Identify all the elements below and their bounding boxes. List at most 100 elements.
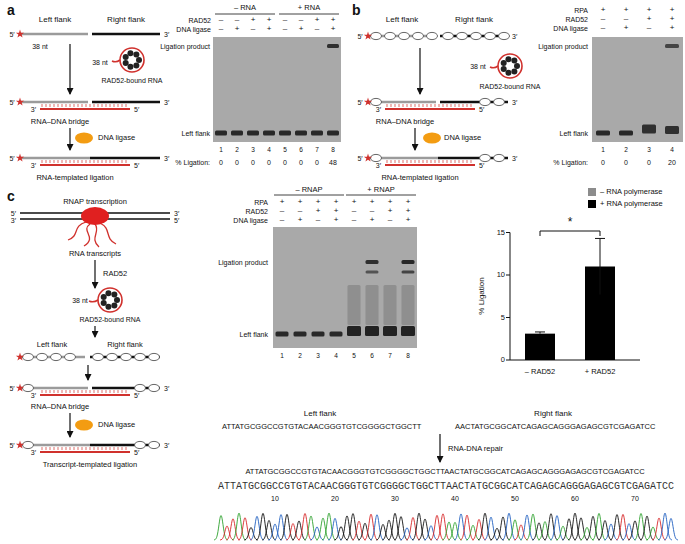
rad52-subunit bbox=[136, 57, 142, 63]
base-pair-tick bbox=[74, 104, 75, 107]
base-pair-tick bbox=[46, 447, 47, 450]
base-pair-tick bbox=[42, 104, 43, 107]
base-pair-tick bbox=[431, 104, 432, 107]
strand-end: 5′ bbox=[9, 155, 14, 162]
base-pair-tick bbox=[50, 104, 51, 107]
base-pair-tick bbox=[114, 104, 115, 107]
base-pair-tick bbox=[106, 104, 107, 107]
chromatogram-peak bbox=[436, 514, 450, 540]
tick-label: 10 bbox=[497, 271, 505, 279]
base-pair-tick bbox=[78, 447, 79, 450]
rad52-subunit bbox=[511, 68, 517, 74]
base-pair-tick bbox=[98, 447, 99, 450]
position-number: 40 bbox=[451, 495, 459, 502]
text-label: RNA transcripts bbox=[69, 250, 121, 258]
base-pair-tick bbox=[50, 160, 51, 163]
condition-sign: + bbox=[406, 198, 411, 206]
chromatogram-peak bbox=[562, 519, 576, 540]
condition-sign: + bbox=[334, 198, 339, 206]
legend-swatch bbox=[588, 200, 596, 208]
gel-band bbox=[311, 131, 323, 136]
radiolabel-star bbox=[16, 98, 24, 106]
text-label: 38 nt bbox=[72, 297, 88, 304]
base-pair-tick bbox=[70, 160, 71, 163]
rpa-bead bbox=[107, 353, 118, 360]
rad52-subunit bbox=[133, 62, 139, 68]
rad52-subunit bbox=[127, 50, 133, 56]
base-pair-tick bbox=[395, 104, 396, 107]
strand-end: 5′ bbox=[9, 99, 14, 106]
base-pair-tick bbox=[42, 390, 43, 393]
base-pair-tick bbox=[391, 160, 392, 163]
base-pair-tick bbox=[66, 160, 67, 163]
chromatogram-peak bbox=[382, 520, 396, 540]
base-pair-tick bbox=[118, 390, 119, 393]
text-label: RAD52-bound RNA bbox=[101, 77, 162, 84]
base-pair-tick bbox=[423, 160, 424, 163]
axis-tick bbox=[506, 317, 510, 318]
rad52-subunit bbox=[127, 64, 133, 70]
chromatogram-peak bbox=[514, 525, 528, 540]
base-pair-tick bbox=[447, 104, 448, 107]
condition-sign: + bbox=[370, 216, 375, 224]
base-pair-tick bbox=[126, 390, 127, 393]
base-pair-tick bbox=[443, 160, 444, 163]
base-pair-tick bbox=[70, 390, 71, 393]
strand-end: 5′ bbox=[134, 162, 139, 169]
condition-sign: + bbox=[298, 198, 303, 206]
base-pair-tick bbox=[403, 104, 404, 107]
base-pair-tick bbox=[66, 447, 67, 450]
axis-title: % Ligation bbox=[478, 277, 486, 314]
rna-strand bbox=[40, 394, 130, 396]
rpa-bead bbox=[427, 32, 438, 39]
condition-sign: + bbox=[670, 15, 675, 23]
gel-band bbox=[366, 271, 379, 274]
condition-sign: + bbox=[670, 24, 675, 32]
condition-sign: + bbox=[601, 6, 606, 14]
rad52-subunit bbox=[111, 302, 117, 308]
base-pair-tick bbox=[114, 390, 115, 393]
lane-number: 3 bbox=[316, 353, 320, 360]
gel-band bbox=[330, 332, 343, 337]
base-pair-tick bbox=[106, 160, 107, 163]
significance-mark: * bbox=[568, 216, 573, 228]
condition-sign: – bbox=[352, 207, 356, 215]
chromatogram-peak bbox=[652, 518, 666, 540]
text-label: RNA-templated ligation bbox=[381, 174, 458, 182]
base-pair-tick bbox=[126, 447, 127, 450]
base-pair-tick bbox=[415, 104, 416, 107]
header-line bbox=[279, 14, 339, 15]
base-pair-tick bbox=[419, 104, 420, 107]
base-pair-tick bbox=[443, 104, 444, 107]
chromatogram-peak bbox=[592, 513, 606, 540]
text-label: RAD52 bbox=[103, 270, 127, 278]
rpa-bead bbox=[135, 441, 146, 448]
base-pair-tick bbox=[471, 160, 472, 163]
rpa-bead bbox=[51, 353, 62, 360]
y-axis bbox=[510, 233, 511, 361]
text-label: Right flank bbox=[455, 16, 493, 24]
lane-number: 3 bbox=[251, 147, 255, 154]
dna-ligase bbox=[75, 420, 93, 431]
text-label: DNA ligase bbox=[98, 421, 135, 429]
process-arrow bbox=[419, 48, 420, 94]
condition-sign: + bbox=[331, 16, 336, 24]
chromatogram-peak bbox=[568, 513, 582, 540]
text-label: Right flank bbox=[534, 410, 572, 418]
base-pair-tick bbox=[122, 160, 123, 163]
sequence-text: ATTATGCGGCCGTGTACAACGGGTGTCGGGGCTGGCTT bbox=[222, 423, 421, 431]
text-label: RNA-templated ligation bbox=[36, 174, 113, 182]
row-label: % Ligation: bbox=[175, 159, 210, 166]
gel-band bbox=[401, 326, 415, 336]
base-pair-tick bbox=[82, 447, 83, 450]
gel-row-label: RPA bbox=[574, 7, 588, 14]
header-line bbox=[215, 14, 275, 15]
band-label: Left flank bbox=[560, 130, 588, 137]
text-label: Right flank bbox=[107, 341, 142, 349]
rpa-bead bbox=[385, 32, 396, 39]
rpa-bead bbox=[443, 32, 454, 39]
legend-row: – RNA polymerase bbox=[588, 186, 663, 198]
gel-band bbox=[384, 285, 397, 325]
chromatogram-peak bbox=[484, 517, 498, 540]
base-pair-tick bbox=[463, 160, 464, 163]
